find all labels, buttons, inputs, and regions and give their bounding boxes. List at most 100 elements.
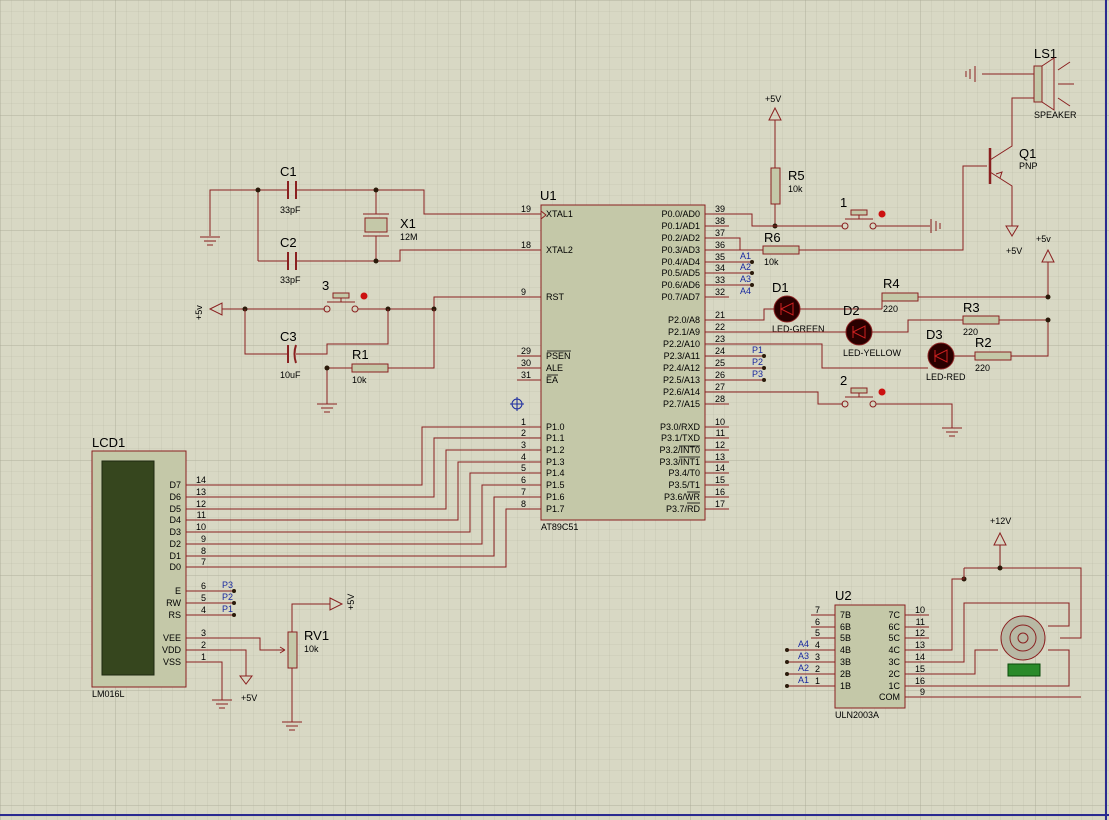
pin-name: VEE xyxy=(163,633,181,643)
pin-number: 38 xyxy=(715,216,725,226)
rv1-potentiometer: +5V RV1 10k xyxy=(279,594,356,731)
net-label-p2-lcd: P2 xyxy=(222,592,233,602)
pin-number: 34 xyxy=(715,263,725,273)
pin-number: 31 xyxy=(521,370,531,380)
sw3-ref: 3 xyxy=(322,278,329,293)
pin-name: P3.3/INT1 xyxy=(659,457,700,467)
pin-number: 14 xyxy=(715,463,725,473)
pin-number: 13 xyxy=(915,640,925,650)
pin-number: 10 xyxy=(715,417,725,427)
x1-value: 12M xyxy=(400,232,418,242)
r3-ref: R3 xyxy=(963,300,980,315)
pin-name: 1B xyxy=(840,681,851,691)
pin-name: P3.7/RD xyxy=(666,504,701,514)
pin-number: 7 xyxy=(815,605,820,615)
pin-number: 14 xyxy=(196,475,206,485)
pin-name: P2.4/A12 xyxy=(663,363,700,373)
r4-ref: R4 xyxy=(883,276,900,291)
pin-name: D0 xyxy=(169,562,181,572)
pin-name: COM xyxy=(879,692,900,702)
c3-ref: C3 xyxy=(280,329,297,344)
lcd-pin-9: 9D2 xyxy=(169,534,210,549)
net-label-p1-lcd: P1 xyxy=(222,604,233,614)
pin-name: P2.3/A11 xyxy=(664,351,700,361)
pin-name: 4C xyxy=(888,645,900,655)
d3-value: LED-RED xyxy=(926,372,966,382)
pin-name: P2.2/A10 xyxy=(663,339,700,349)
pin-number: 6 xyxy=(521,475,526,485)
sw2-ref: 2 xyxy=(840,373,847,388)
pin-number: 10 xyxy=(915,605,925,615)
pin-name: 3C xyxy=(888,657,900,667)
pin-number: 6 xyxy=(815,617,820,627)
pin-name: D3 xyxy=(169,527,181,537)
pin-number: 6 xyxy=(201,581,206,591)
pin-name: P3.6/WR xyxy=(664,492,701,502)
lcd1-display[interactable]: LCD1 LM016L 14D713D612D511D410D39D28D17D… xyxy=(91,435,210,699)
pin-name: P0.2/AD2 xyxy=(661,233,700,243)
pin-number: 1 xyxy=(815,676,820,686)
lcd-pins: 14D713D612D511D410D39D28D17D06E5RW4RS3VE… xyxy=(162,475,210,667)
lcd-pin-5: 5RW xyxy=(166,593,210,608)
net-label-a1-u2: A1 xyxy=(798,675,809,685)
r5-pullup: +5V R5 10k xyxy=(729,94,843,229)
pin-number: 1 xyxy=(201,652,206,662)
net-label-a1: A1 xyxy=(740,251,751,261)
pin-name: D6 xyxy=(169,492,181,502)
reset-section: +5v 3 C3 10uF R1 10k xyxy=(194,278,541,413)
pin-number: 7 xyxy=(521,487,526,497)
pin-number: 16 xyxy=(715,487,725,497)
d2-ref: D2 xyxy=(843,303,860,318)
ls1-speaker: LS1 SPEAKER xyxy=(965,46,1077,120)
pin-name: P0.0/AD0 xyxy=(661,209,700,219)
sw1-button[interactable]: 1 xyxy=(840,195,941,233)
u2-pin-4: 4 4B xyxy=(811,640,851,655)
pin-number: 4 xyxy=(815,640,820,650)
c3-value: 10uF xyxy=(280,370,301,380)
pin-number: 2 xyxy=(201,640,206,650)
pin-number: 4 xyxy=(521,452,526,462)
sw1-ref: 1 xyxy=(840,195,847,210)
net-label-p3-lcd: P3 xyxy=(222,580,233,590)
pin-name: 2C xyxy=(888,669,900,679)
net-label-a4-u2: A4 xyxy=(798,639,809,649)
pin-number: 4 xyxy=(201,605,206,615)
pin-number: 7 xyxy=(201,557,206,567)
pin-number: 16 xyxy=(915,676,925,686)
sw2-button[interactable]: 2 xyxy=(729,373,962,437)
pin-name: 4B xyxy=(840,645,851,655)
ls1-part: SPEAKER xyxy=(1034,110,1077,120)
pin-name: P3.0/RXD xyxy=(660,422,701,432)
pin-number: 1 xyxy=(521,417,526,427)
u2-pin-13: 13 4C xyxy=(888,640,929,655)
pin-number: 39 xyxy=(715,204,725,214)
c1-ref: C1 xyxy=(280,164,297,179)
net-label-a3: A3 xyxy=(740,274,751,284)
port2-net-labels: P1 P2 P3 xyxy=(729,345,766,382)
pin-name: 7C xyxy=(888,610,900,620)
